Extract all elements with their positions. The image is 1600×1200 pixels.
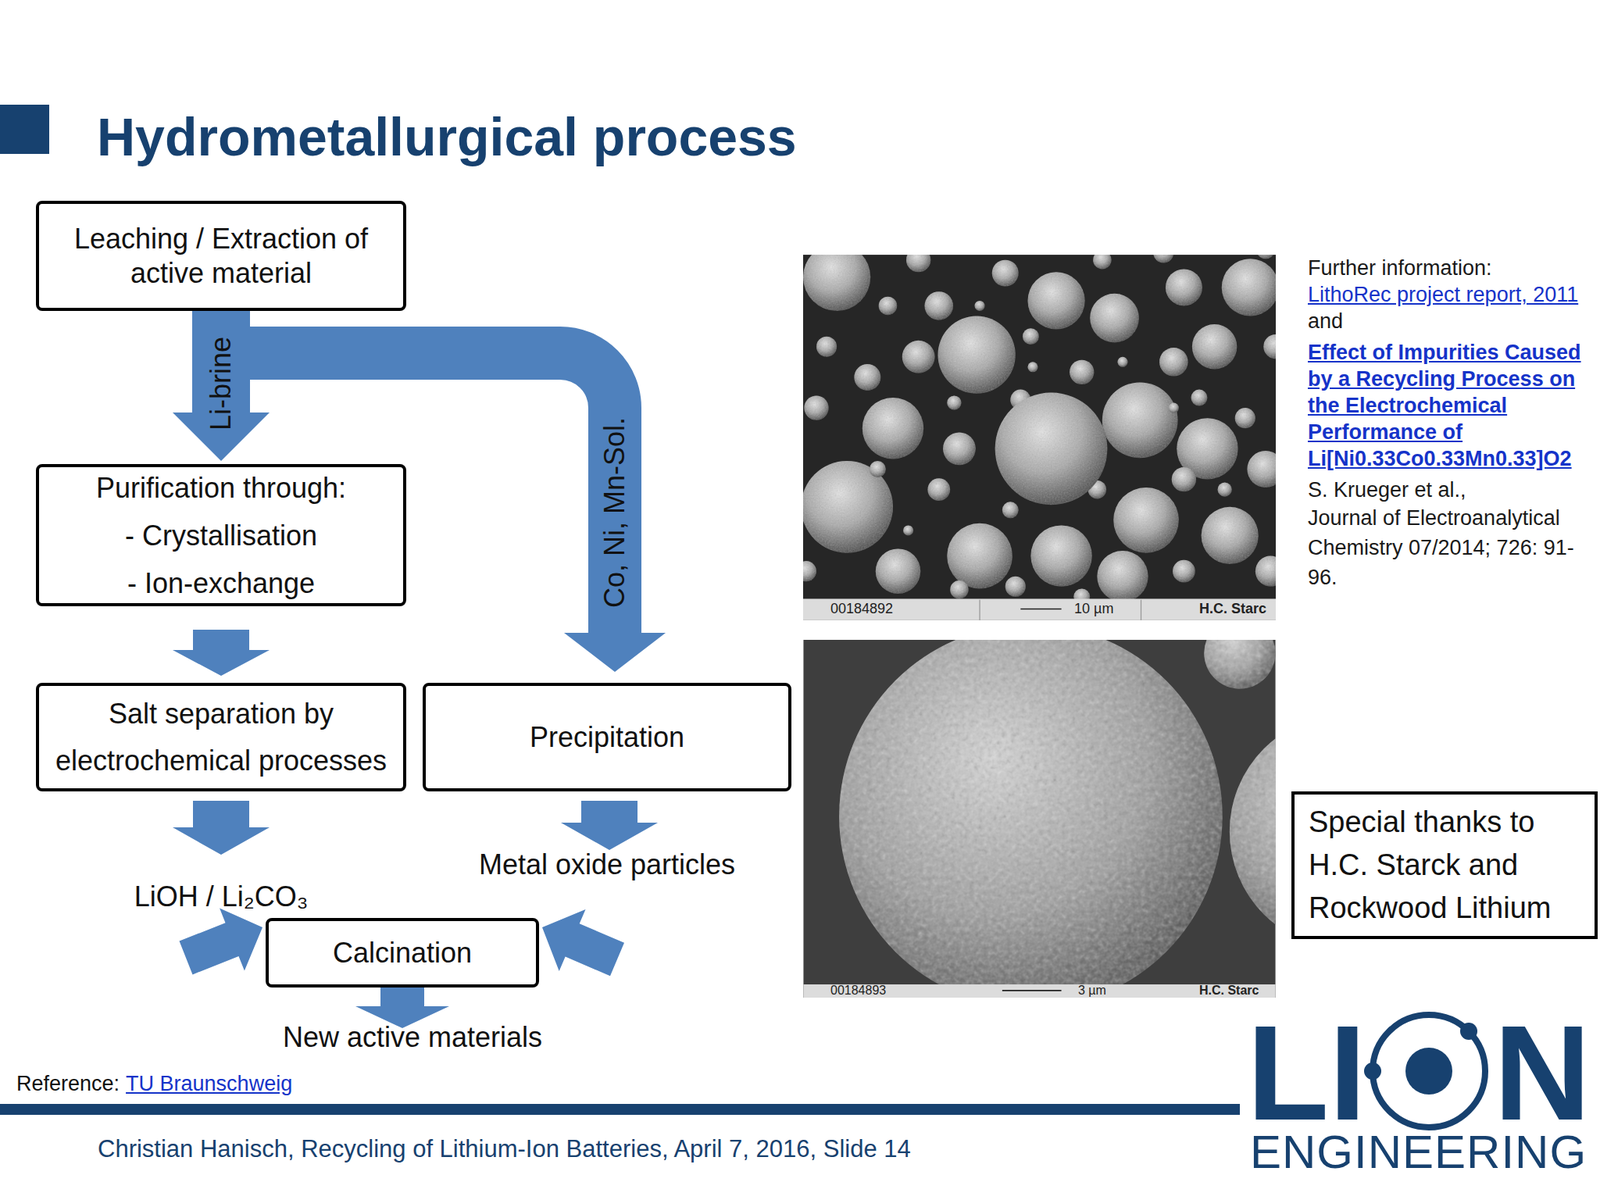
sem-info-bar: [803, 598, 1276, 620]
block-arrow: [172, 310, 270, 461]
process-box: Calcination: [265, 917, 540, 988]
node-text: - Crystallisation: [125, 511, 318, 560]
slide-title: Hydrometallurgical process: [96, 110, 797, 164]
node-text: Purification through:: [96, 464, 347, 512]
process-box: Leaching / Extraction of active material: [35, 200, 407, 311]
reference-line: Reference:TU Braunschweig: [16, 1070, 293, 1097]
author-text: S. Krueger et al.,: [1307, 476, 1591, 504]
scale-bar: [1020, 608, 1061, 611]
block-arrow: [172, 629, 270, 676]
flow-arrow: [172, 629, 270, 676]
edge-label: Metal oxide particles: [478, 848, 736, 881]
edge-label: Li-brine: [204, 336, 237, 431]
node-text: - Ion-exchange: [127, 559, 315, 608]
journal-text: Journal of Electroanalytical Chemistry 0…: [1307, 503, 1591, 593]
node-text: Calcination: [332, 935, 472, 971]
reference-column: Further information:LithoRec project rep…: [1307, 254, 1591, 593]
image-id: 00184893: [830, 983, 886, 998]
note-text: Further information:: [1307, 254, 1591, 282]
note-text: and: [1307, 307, 1591, 335]
edge-label: Co, Ni, Mn-Sol.: [598, 417, 631, 608]
sem-image: [803, 639, 1276, 998]
sem-image: [803, 254, 1276, 621]
particle-texture: [839, 639, 1276, 998]
footer-text: Christian Hanisch, Recycling of Lithium-…: [97, 1134, 911, 1164]
particle-texture: [803, 254, 1276, 605]
node-text: Special thanks to H.C. Starck and Rockwo…: [1308, 800, 1581, 930]
flow-arrow: [221, 353, 666, 672]
node-text: Leaching / Extraction of active material: [46, 221, 396, 291]
flow-arrow: [172, 310, 270, 461]
logo-text: ENGINEERING: [1250, 1128, 1587, 1176]
arrow-head: [564, 632, 666, 672]
scale-label: 3 µm: [1078, 983, 1107, 998]
output-label: New active materials: [282, 1020, 543, 1054]
edge-label: LiOH / Li₂CO₃: [134, 880, 309, 913]
reference-link: Effect of Impurities Caused by a Recycli…: [1307, 339, 1591, 472]
flow-arrow: [542, 800, 658, 976]
reference-label: Reference:: [16, 1070, 120, 1097]
reference-link: TU Braunschweig: [125, 1070, 293, 1097]
node-text: Salt separation by electrochemical proce…: [46, 690, 396, 785]
block-arrow: [172, 800, 270, 855]
process-box: Salt separation by electrochemical proce…: [35, 682, 407, 792]
scale-label: 10 µm: [1074, 600, 1114, 618]
branch-shaft: [221, 353, 615, 634]
reference-link: LithoRec project report, 2011: [1307, 281, 1591, 308]
logo-text: N: [1493, 1005, 1591, 1140]
image-credit: H.C. Starc: [1199, 983, 1259, 998]
logo-text: LI: [1246, 1005, 1367, 1140]
image-id: 00184892: [830, 600, 893, 618]
footer-rule: [0, 1103, 1240, 1115]
process-box: Purification through:- Crystallisation- …: [35, 464, 407, 607]
title-square: [0, 104, 50, 154]
block-arrow: [560, 800, 658, 850]
block-arrow: [542, 909, 625, 976]
block-arrow: [179, 908, 264, 975]
logo-atom: [1364, 1014, 1486, 1128]
acknowledgement-box: Special thanks to H.C. Starck and Rockwo…: [1291, 791, 1598, 940]
image-credit: H.C. Starc: [1199, 600, 1267, 618]
node-text: Precipitation: [529, 720, 685, 755]
particle-spheres: [803, 254, 1276, 605]
scale-bar: [1002, 989, 1062, 992]
particle-sphere: [839, 639, 1276, 998]
process-box: Precipitation: [422, 682, 792, 792]
